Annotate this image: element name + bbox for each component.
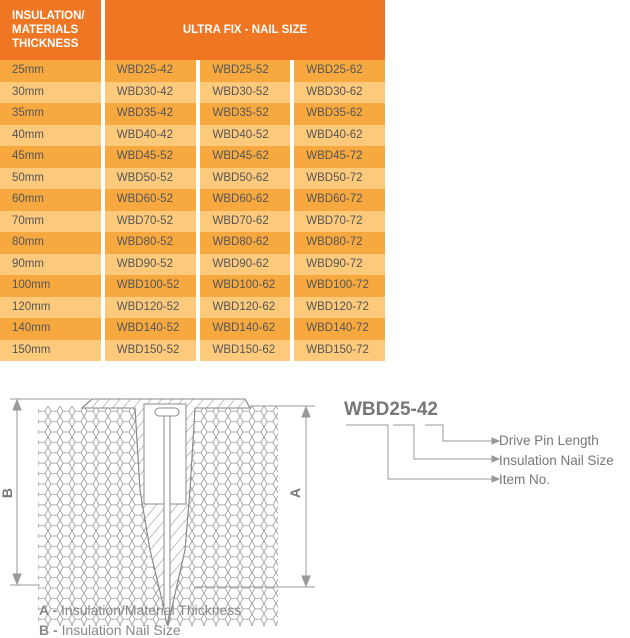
thickness-cell: 60mm bbox=[0, 189, 101, 211]
legend-b: B - Insulation Nail Size bbox=[39, 622, 181, 638]
dimension-b bbox=[10, 398, 90, 586]
nail-size-cell: WBD30-62 bbox=[294, 81, 385, 103]
legend-key: B - bbox=[39, 622, 58, 638]
legend-text: Insulation/Material Thickness bbox=[61, 602, 242, 618]
nail-size-cell: WBD140-52 bbox=[104, 318, 197, 340]
nail-size-cell: WBD35-62 bbox=[294, 103, 385, 125]
dimension-a bbox=[195, 405, 315, 588]
nail-size-cell: WBD100-52 bbox=[104, 275, 197, 297]
nail-size-cell: WBD30-42 bbox=[104, 81, 197, 103]
label-a: A bbox=[287, 488, 303, 498]
legend-a: A - Insulation/Material Thickness bbox=[39, 602, 241, 618]
nail-size-cell: WBD150-72 bbox=[294, 339, 385, 361]
nail-size-cell: WBD50-72 bbox=[294, 167, 385, 189]
nail-size-cell: WBD35-42 bbox=[104, 103, 197, 125]
nail-cross-section-diagram: B A bbox=[0, 398, 501, 626]
header-line: INSULATION/ bbox=[12, 10, 85, 22]
nail-size-cell: WBD60-72 bbox=[294, 189, 385, 211]
thickness-cell: 80mm bbox=[0, 232, 101, 254]
nail-size-cell: WBD40-52 bbox=[200, 124, 291, 146]
legend-key: A - bbox=[39, 602, 58, 618]
nail-size-cell: WBD45-52 bbox=[104, 146, 197, 168]
nail-size-cell: WBD120-62 bbox=[200, 296, 291, 318]
nail-size-cell: WBD70-62 bbox=[200, 210, 291, 232]
nail-size-cell: WBD120-72 bbox=[294, 296, 385, 318]
thickness-cell: 25mm bbox=[0, 60, 101, 82]
nail-size-cell: WBD150-62 bbox=[200, 339, 291, 361]
header-nail-size: ULTRA FIX - NAIL SIZE bbox=[105, 0, 385, 60]
nail-size-cell: WBD50-62 bbox=[200, 167, 291, 189]
thickness-cell: 35mm bbox=[0, 103, 101, 125]
nail-size-cell: WBD80-72 bbox=[294, 232, 385, 254]
nail-size-cell: WBD60-62 bbox=[200, 189, 291, 211]
thickness-cell: 70mm bbox=[0, 210, 101, 232]
thickness-cell: 45mm bbox=[0, 146, 101, 168]
nail-size-cell: WBD140-62 bbox=[200, 318, 291, 340]
nail-size-cell: WBD40-62 bbox=[294, 124, 385, 146]
nail-size-cell: WBD90-62 bbox=[200, 253, 291, 275]
thickness-cell: 30mm bbox=[0, 81, 101, 103]
nail-size-cell: WBD60-52 bbox=[104, 189, 197, 211]
nail-plug bbox=[80, 398, 251, 626]
callout-drive-pin-length: Drive Pin Length bbox=[499, 433, 599, 448]
nail-size-cell: WBD100-62 bbox=[200, 275, 291, 297]
nail-size-cell: WBD120-52 bbox=[104, 296, 197, 318]
thickness-cell: 140mm bbox=[0, 318, 101, 340]
header-line: MATERIALS bbox=[12, 24, 79, 36]
nail-size-cell: WBD100-72 bbox=[294, 275, 385, 297]
callout-insulation-nail-size: Insulation Nail Size bbox=[499, 453, 614, 468]
legend-text: Insulation Nail Size bbox=[61, 622, 181, 638]
callout-item-no: Item No. bbox=[499, 472, 551, 487]
thickness-cell: 50mm bbox=[0, 167, 101, 189]
label-b: B bbox=[0, 488, 15, 498]
header-line: THICKNESS bbox=[12, 38, 79, 50]
nail-size-cell: WBD90-52 bbox=[104, 253, 197, 275]
nail-size-cell: WBD25-52 bbox=[200, 60, 291, 82]
example-part-code: WBD25-42 bbox=[344, 399, 438, 420]
nail-size-cell: WBD70-72 bbox=[294, 210, 385, 232]
nail-size-cell: WBD45-72 bbox=[294, 146, 385, 168]
table-header: INSULATION/ MATERIALS THICKNESS ULTRA FI… bbox=[0, 0, 385, 60]
thickness-cell: 150mm bbox=[0, 339, 101, 361]
nail-size-cell: WBD30-52 bbox=[200, 81, 291, 103]
callout-lines bbox=[346, 424, 501, 483]
nail-size-cell: WBD45-62 bbox=[200, 146, 291, 168]
nail-size-cell: WBD140-72 bbox=[294, 318, 385, 340]
nail-size-cell: WBD25-42 bbox=[104, 60, 197, 82]
nail-size-cell: WBD80-52 bbox=[104, 232, 197, 254]
nail-size-cell: WBD80-62 bbox=[200, 232, 291, 254]
header-thickness: INSULATION/ MATERIALS THICKNESS bbox=[0, 0, 101, 60]
nail-size-cell: WBD90-72 bbox=[294, 253, 385, 275]
nail-size-cell: WBD50-52 bbox=[104, 167, 197, 189]
nail-size-cell: WBD70-52 bbox=[104, 210, 197, 232]
nail-size-cell: WBD25-62 bbox=[294, 60, 385, 82]
nail-size-cell: WBD35-52 bbox=[200, 103, 291, 125]
thickness-cell: 40mm bbox=[0, 124, 101, 146]
nail-size-cell: WBD150-52 bbox=[104, 339, 197, 361]
thickness-cell: 100mm bbox=[0, 275, 101, 297]
thickness-cell: 120mm bbox=[0, 296, 101, 318]
nail-size-cell: WBD40-42 bbox=[104, 124, 197, 146]
thickness-cell: 90mm bbox=[0, 253, 101, 275]
nail-size-table: INSULATION/ MATERIALS THICKNESS ULTRA FI… bbox=[0, 0, 385, 361]
